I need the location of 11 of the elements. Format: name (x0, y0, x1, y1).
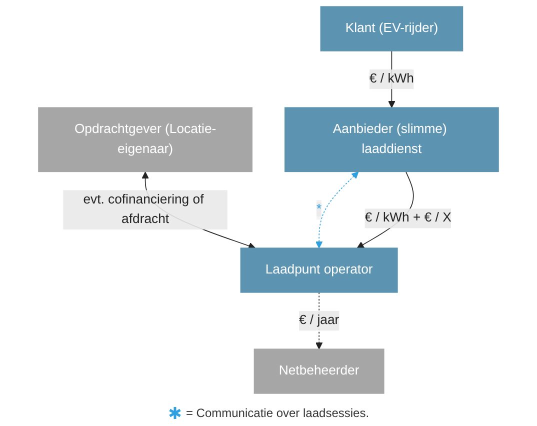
node-box: Opdrachtgever (Locatie-eigenaar) (38, 107, 252, 172)
edge-label: € / kWh (369, 72, 414, 86)
node-box: Klant (EV-rijder) (320, 6, 464, 52)
edge-label: € / kWh + € / X (364, 211, 452, 226)
edge-label: evt. cofinanciering of afdracht (83, 192, 204, 226)
node-box: Aanbieder (slimme) laaddienst (284, 107, 499, 172)
edge-label: € / jaar (298, 313, 340, 328)
edge-label: * (316, 202, 322, 216)
node-box: Netbeheerder (254, 348, 384, 394)
legend-text: = Communicatie over laadsessies. (186, 406, 370, 420)
node-box: Laadpunt operator (240, 248, 398, 293)
